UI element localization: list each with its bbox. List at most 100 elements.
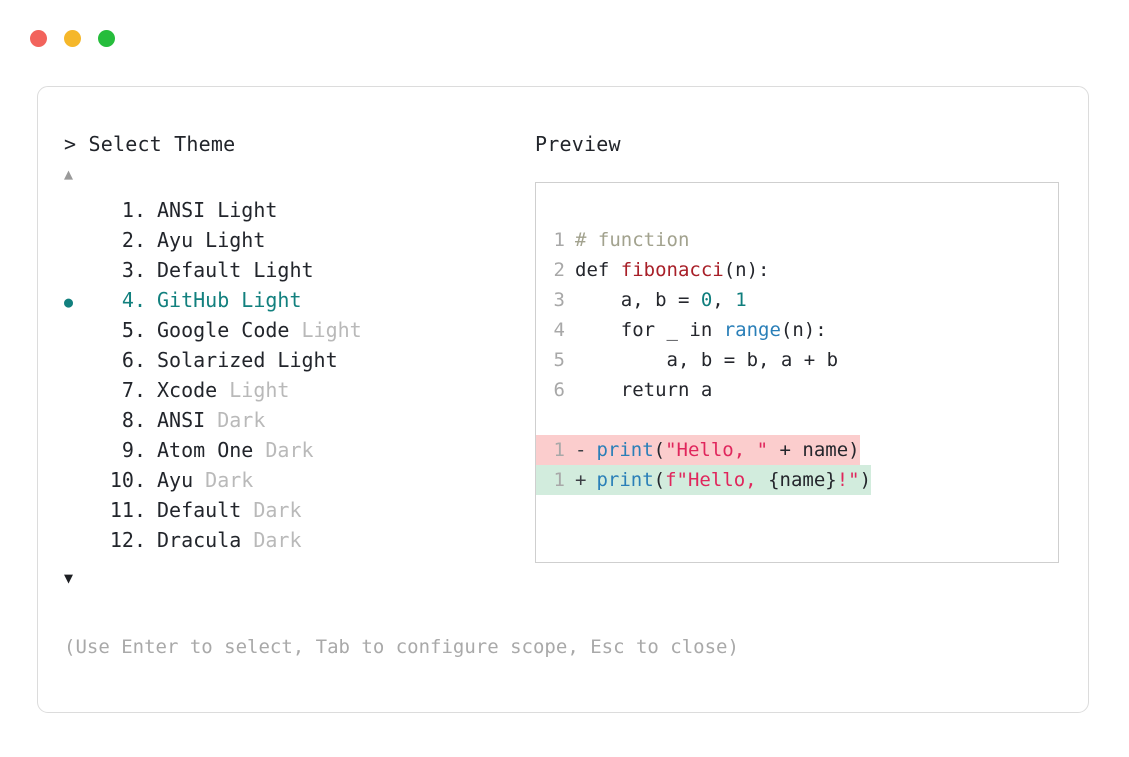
code-token-plain: ) — [859, 469, 872, 491]
code-line-number: 4 — [553, 319, 565, 341]
code-line-text: for _ in range(n): — [575, 315, 827, 345]
code-token-plain: + name) — [768, 439, 860, 461]
theme-item-name: Ayu Dark — [157, 468, 254, 492]
theme-item-index: 5. — [121, 318, 146, 342]
diff-line-add: 1 + print(f"Hello, {name}!") — [536, 465, 872, 495]
code-line: 3 a, b = 0, 1 — [536, 285, 1058, 315]
theme-item-index: 1. — [121, 198, 146, 222]
theme-item-variant: Dark — [205, 408, 266, 432]
diff-block: 1-print("Hello, " + name)1+print(f"Hello… — [536, 435, 1058, 495]
code-line: 4 for _ in range(n): — [536, 315, 1058, 345]
window-titlebar — [30, 30, 115, 47]
theme-item-name: Atom One Dark — [157, 438, 314, 462]
code-spacer — [536, 405, 1058, 435]
theme-list-item[interactable]: 7.Xcode Light — [64, 375, 534, 405]
theme-list-item[interactable]: 8. ANSI Dark — [64, 405, 534, 435]
diff-line-number: 1 — [553, 439, 565, 461]
theme-item-index: 10. — [109, 468, 146, 492]
code-line-text: a, b = b, a + b — [575, 345, 839, 375]
theme-list-item[interactable]: 2.Ayu Light — [64, 225, 534, 255]
code-line-number: 6 — [553, 379, 565, 401]
code-token-plain: ( — [653, 469, 666, 491]
theme-list-item[interactable]: 6.Solarized Light — [64, 345, 534, 375]
code-token-builtin: range — [723, 319, 781, 341]
theme-item-index: 3. — [121, 258, 146, 282]
code-line-number: 2 — [553, 259, 565, 281]
theme-item-index: 4. — [121, 288, 146, 312]
theme-item-variant: Dark — [253, 438, 314, 462]
theme-list-item[interactable]: 3. Default Light — [64, 255, 534, 285]
code-token-str: f"Hello, — [665, 469, 769, 491]
code-token-plain: for _ in — [575, 319, 724, 341]
code-token-plain: return a — [575, 379, 713, 401]
theme-item-variant: Light — [289, 318, 362, 342]
code-line-text: return a — [575, 375, 713, 405]
code-token-plain: (n): — [780, 319, 827, 341]
code-token-plain: a, b = b, a + b — [575, 349, 839, 371]
theme-item-variant: Light — [241, 258, 314, 282]
code-token-str: !" — [836, 469, 860, 491]
maximize-window-dot[interactable] — [98, 30, 115, 47]
theme-item-index: 7. — [121, 378, 146, 402]
scroll-down-arrow-icon[interactable]: ▼ — [64, 569, 74, 587]
theme-list-item[interactable]: ●4.GitHub Light — [64, 285, 534, 315]
theme-item-variant: Dark — [193, 468, 254, 492]
theme-list-item[interactable]: 11. Default Dark — [64, 495, 534, 525]
theme-item-variant: Light — [229, 288, 302, 312]
theme-item-variant: Dark — [241, 528, 302, 552]
panel-title: > Select Theme — [64, 132, 236, 156]
theme-item-variant: Dark — [241, 498, 302, 522]
code-token-plain: a, b = — [575, 289, 701, 311]
code-token-builtin: print — [596, 439, 654, 461]
keyboard-hint: (Use Enter to select, Tab to configure s… — [64, 636, 739, 658]
code-line-number: 3 — [553, 289, 565, 311]
minimize-window-dot[interactable] — [64, 30, 81, 47]
code-token-func: fibonacci — [620, 259, 724, 281]
code-token-builtin: print — [596, 469, 654, 491]
theme-list-item[interactable]: 5. Google Code Light — [64, 315, 534, 345]
theme-item-variant: Light — [217, 378, 290, 402]
theme-item-variant: Light — [265, 348, 338, 372]
diff-line-text: print("Hello, " + name) — [596, 435, 859, 465]
code-token-plain: def — [575, 259, 621, 281]
code-token-comment: # function — [575, 229, 690, 251]
code-token-plain: (n): — [723, 259, 770, 281]
diff-line-number: 1 — [553, 469, 565, 491]
code-token-plain: , — [712, 289, 736, 311]
theme-item-index: 9. — [121, 438, 146, 462]
theme-item-index: 12. — [109, 528, 146, 552]
theme-item-name: Google Code Light — [157, 318, 362, 342]
theme-list-item[interactable]: 10. Ayu Dark — [64, 465, 534, 495]
theme-item-name: Default Light — [157, 258, 314, 282]
close-window-dot[interactable] — [30, 30, 47, 47]
scroll-up-arrow-icon[interactable]: ▲ — [64, 165, 74, 183]
theme-item-variant: Light — [193, 228, 266, 252]
diff-sign: + — [575, 469, 587, 491]
code-line: 2 def fibonacci(n): — [536, 255, 1058, 285]
theme-item-name: Default Dark — [157, 498, 302, 522]
selected-bullet-icon: ● — [64, 293, 74, 311]
code-line-text: a, b = 0, 1 — [575, 285, 747, 315]
theme-item-index: 11. — [109, 498, 146, 522]
diff-sign: - — [575, 439, 587, 461]
code-line: 5 a, b = b, a + b — [536, 345, 1058, 375]
theme-item-index: 8. — [121, 408, 146, 432]
diff-line-text: print(f"Hello, {name}!") — [596, 465, 871, 495]
theme-list-item[interactable]: 9. Atom One Dark — [64, 435, 534, 465]
theme-item-name: Solarized Light — [157, 348, 338, 372]
theme-item-name: ANSI Dark — [157, 408, 266, 432]
code-line-text: # function — [575, 225, 689, 255]
theme-list-item[interactable]: 1.ANSI Light — [64, 195, 534, 225]
preview-title: Preview — [535, 132, 621, 156]
theme-item-index: 2. — [121, 228, 146, 252]
code-line: 1# function — [536, 225, 1058, 255]
theme-list-item[interactable]: 12.Dracula Dark — [64, 525, 534, 555]
code-token-plain: {name} — [768, 469, 837, 491]
